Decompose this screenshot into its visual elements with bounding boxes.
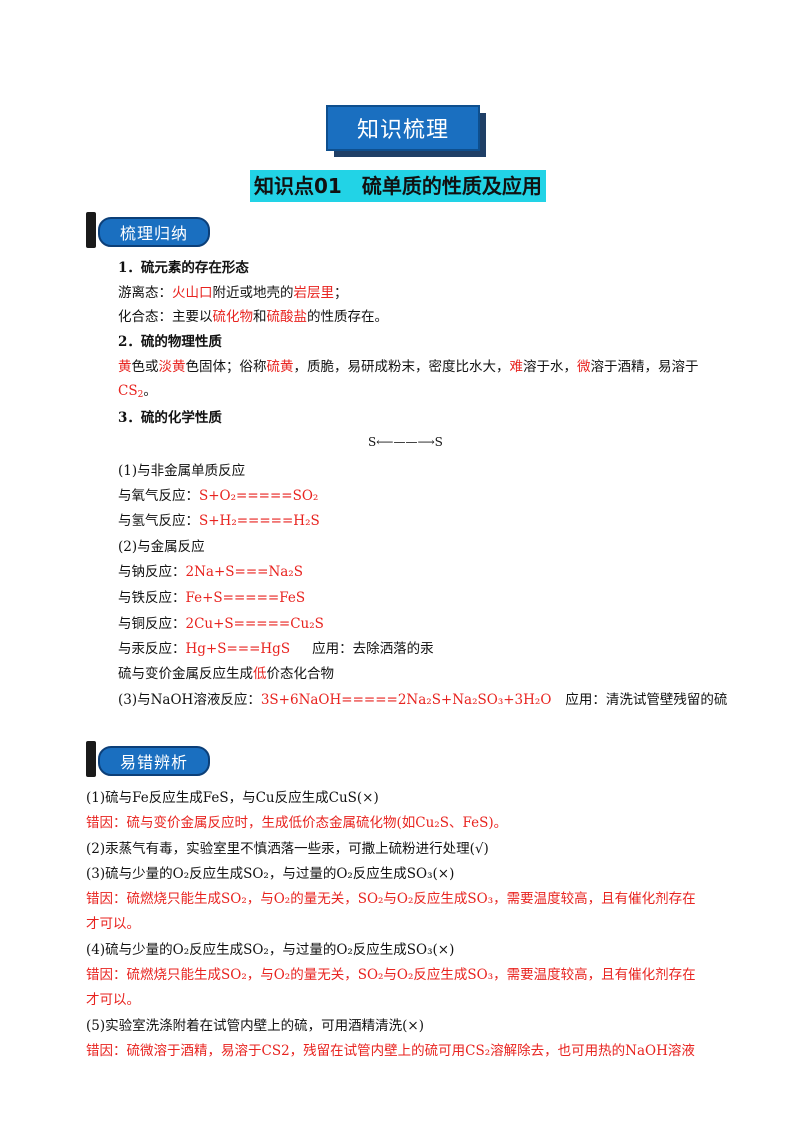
text: 与氢气反应： bbox=[118, 513, 199, 529]
text-red: 硫黄 bbox=[266, 359, 294, 375]
text: 溶于酒精，易溶于 bbox=[590, 359, 699, 375]
text: 。 bbox=[143, 383, 157, 399]
text: ； bbox=[334, 285, 348, 301]
react-metal: (2)与金属反应 bbox=[118, 539, 205, 555]
text-red: 淡黄 bbox=[158, 359, 186, 375]
hydrogen-reaction: 与氢气反应：S+H₂=====H₂S bbox=[118, 511, 320, 531]
equation: 2Na+S===Na₂S bbox=[185, 564, 303, 580]
q2: (2)汞蒸气有毒，实验室里不慎洒落一些汞，可撒上硫粉进行处理(√) bbox=[86, 841, 489, 857]
title-banner: 知识梳理 bbox=[326, 105, 486, 157]
text: 价态化合物 bbox=[266, 666, 335, 682]
text: (3)与NaOH溶液反应： bbox=[118, 692, 261, 708]
text-red: 岩层里 bbox=[293, 285, 335, 301]
copper-reaction: 与铜反应：2Cu+S=====Cu₂S bbox=[118, 614, 324, 634]
text: 应用：清洗试管壁残留的硫 bbox=[565, 692, 728, 708]
q3: (3)硫与少量的O₂反应生成SO₂，与过量的O₂反应生成SO₃(×) bbox=[86, 866, 455, 882]
q4: (4)硫与少量的O₂反应生成SO₂，与过量的O₂反应生成SO₃(×) bbox=[86, 942, 455, 958]
text: 化合态：主要以 bbox=[118, 309, 213, 325]
combined-state-line: 化合态：主要以硫化物和硫酸盐的性质存在。 bbox=[118, 307, 388, 327]
arrow-left-label: S bbox=[368, 435, 377, 449]
text-red: 硫酸盐 bbox=[266, 309, 308, 325]
text: 与氧气反应： bbox=[118, 488, 199, 504]
equation: 3S+6NaOH=====2Na₂S+Na₂SO₃+3H₂O bbox=[260, 692, 552, 708]
a3-line2: 才可以。 bbox=[86, 916, 140, 932]
text: ，质脆，易研成粉末，密度比水大， bbox=[293, 359, 510, 375]
heading-existence: 1．硫元素的存在形态 bbox=[118, 260, 249, 276]
tag-bar bbox=[86, 212, 96, 248]
text: 与汞反应： bbox=[118, 641, 186, 657]
mercury-reaction: 与汞反应：Hg+S===HgS 应用：去除洒落的汞 bbox=[118, 639, 434, 659]
equation: S+H₂=====H₂S bbox=[199, 513, 320, 529]
a4-line1: 错因：硫燃烧只能生成SO₂，与O₂的量无关，SO₂与O₂反应生成SO₃，需要温度… bbox=[86, 967, 696, 983]
oxygen-reaction: 与氧气反应：S+O₂=====SO₂ bbox=[118, 486, 318, 506]
section-tag-summary: 梳理归纳 bbox=[86, 212, 218, 248]
text: 附近或地壳的 bbox=[212, 285, 294, 301]
subscript: 2 bbox=[137, 390, 144, 400]
q5: (5)实验室洗涤附着在试管内壁上的硫，可用酒精清洗(×) bbox=[86, 1018, 424, 1034]
a3-line1: 错因：硫燃烧只能生成SO₂，与O₂的量无关，SO₂与O₂反应生成SO₃，需要温度… bbox=[86, 891, 696, 907]
title-banner-text: 知识梳理 bbox=[326, 105, 480, 151]
low-valence-line: 硫与变价金属反应生成低价态化合物 bbox=[118, 664, 334, 684]
physical-props-line: 黄色或淡黄色固体；俗称硫黄，质脆，易研成粉末，密度比水大，难溶于水，微溶于酒精，… bbox=[118, 357, 699, 377]
a1: 错因：硫与变价金属反应时，生成低价态金属硫化物(如Cu₂S、FeS)。 bbox=[86, 815, 508, 831]
text: 溶于水， bbox=[523, 359, 577, 375]
a5: 错因：硫微溶于酒精，易溶于CS2，残留在试管内壁上的硫可用CS₂溶解除去，也可用… bbox=[86, 1043, 695, 1059]
tag-label: 梳理归纳 bbox=[98, 217, 210, 247]
tag-bar bbox=[86, 741, 96, 777]
section-tag-errors: 易错辨析 bbox=[86, 741, 218, 777]
text: 色或 bbox=[131, 359, 159, 375]
react-nonmetal: (1)与非金属单质反应 bbox=[118, 463, 246, 479]
text: 的性质存在。 bbox=[307, 309, 388, 325]
text: 与钠反应： bbox=[118, 564, 186, 580]
text-red: 硫化物 bbox=[212, 309, 254, 325]
text-red: 难 bbox=[509, 359, 524, 375]
q1: (1)硫与Fe反应生成FeS，与Cu反应生成CuS(×) bbox=[86, 790, 379, 806]
naoh-reaction: (3)与NaOH溶液反应：3S+6NaOH=====2Na₂S+Na₂SO₃+3… bbox=[118, 690, 727, 710]
physical-props-line-2: CS2。 bbox=[118, 381, 157, 405]
tag-label: 易错辨析 bbox=[98, 746, 210, 776]
double-arrow-icon: ⟵——⟶ bbox=[376, 435, 435, 449]
equation: Fe+S=====FeS bbox=[185, 590, 306, 606]
equation: S+O₂=====SO₂ bbox=[199, 488, 319, 504]
text: 应用：去除洒落的汞 bbox=[312, 641, 434, 657]
text: 硫与变价金属反应生成 bbox=[118, 666, 253, 682]
heading-physical: 2．硫的物理性质 bbox=[118, 334, 222, 350]
a4-line2: 才可以。 bbox=[86, 992, 140, 1008]
text-red: 微 bbox=[577, 359, 591, 375]
equation: Hg+S===HgS bbox=[185, 641, 291, 657]
text: 与铜反应： bbox=[118, 616, 186, 632]
text-red: 低 bbox=[253, 666, 267, 682]
text-red: 黄 bbox=[118, 359, 132, 375]
iron-reaction: 与铁反应：Fe+S=====FeS bbox=[118, 588, 305, 608]
text: 色固体；俗称 bbox=[185, 359, 267, 375]
text: 和 bbox=[253, 309, 267, 325]
text: 游离态： bbox=[118, 285, 172, 301]
text-red: 火山口 bbox=[172, 285, 213, 301]
equation: 2Cu+S=====Cu₂S bbox=[185, 616, 324, 632]
knowledge-point-title: 知识点01 硫单质的性质及应用 bbox=[250, 170, 546, 202]
sodium-reaction: 与钠反应：2Na+S===Na₂S bbox=[118, 562, 303, 582]
text-red: CS bbox=[118, 383, 138, 399]
heading-chemical: 3．硫的化学性质 bbox=[118, 410, 222, 426]
arrow-right-label: S bbox=[434, 435, 443, 449]
valence-arrow: S⟵——⟶S bbox=[368, 432, 443, 452]
text: 与铁反应： bbox=[118, 590, 186, 606]
free-state-line: 游离态：火山口附近或地壳的岩层里； bbox=[118, 283, 348, 303]
